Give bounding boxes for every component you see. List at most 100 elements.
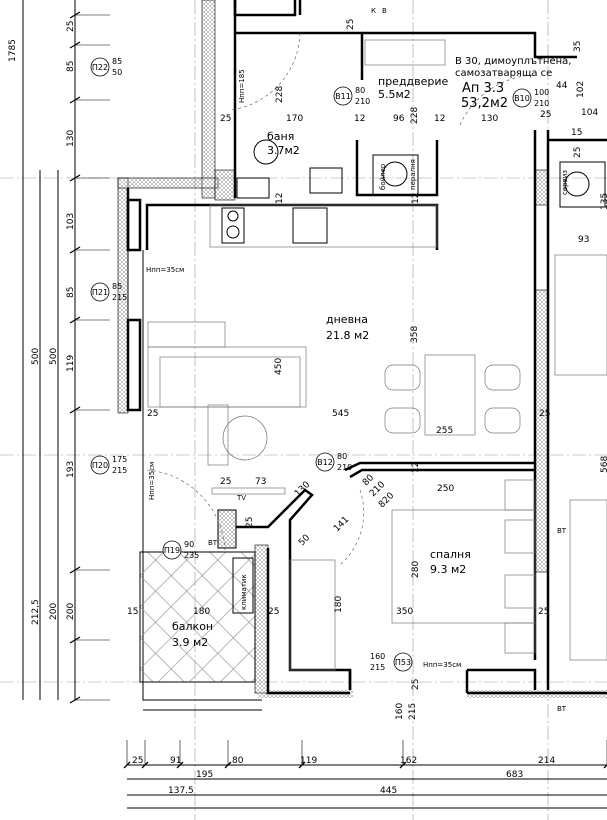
dimension-label: 25 bbox=[268, 607, 279, 617]
svg-text:Нпп=185: Нпп=185 bbox=[238, 69, 246, 103]
opening-height: 210 bbox=[534, 99, 549, 108]
dimension-label: 25 bbox=[147, 409, 158, 419]
svg-text:сервиз: сервиз bbox=[561, 170, 569, 195]
dimension-label: 130 bbox=[66, 130, 76, 147]
dimension-label: 200 bbox=[49, 603, 59, 620]
kitchen-sink bbox=[292, 207, 328, 244]
door-note: самозатваряща се bbox=[455, 68, 552, 79]
dimension-label: 25 bbox=[220, 477, 231, 487]
apartment-name: Ап 3.3 bbox=[462, 81, 504, 96]
dimension-label: 12 bbox=[275, 193, 285, 204]
dimension-label: 85 bbox=[66, 61, 76, 72]
dimension-label: 103 bbox=[66, 213, 76, 230]
dimension-label: 193 bbox=[66, 461, 76, 478]
opening-height: 50 bbox=[112, 68, 122, 77]
toilet bbox=[253, 139, 279, 165]
dimension-label: 44 bbox=[556, 81, 568, 91]
opening-tag: П53 160 215 bbox=[370, 652, 413, 672]
furniture bbox=[147, 39, 607, 671]
opening-height: 210 bbox=[355, 97, 370, 106]
room-area: 3.9 м2 bbox=[172, 636, 208, 649]
dimension-label: 102 bbox=[576, 81, 586, 98]
dimension-label: 96 bbox=[393, 114, 405, 124]
balcony-tiles bbox=[139, 551, 256, 683]
air-conditioner bbox=[232, 557, 254, 614]
room-labels: преддверие 5.5м2 баня 3.7м2 дневна 21.8 … bbox=[172, 56, 571, 649]
dimension-label: 25 bbox=[245, 517, 255, 528]
dimension-label: 280 bbox=[411, 561, 421, 578]
dimension-label: 15 bbox=[571, 128, 582, 138]
left-dimension-lines bbox=[22, 0, 110, 704]
bath-sink bbox=[309, 167, 343, 194]
dimension-label: 162 bbox=[400, 756, 417, 766]
opening-height: 210 bbox=[337, 463, 352, 472]
svg-text:Нпп=35см: Нпп=35см bbox=[148, 462, 156, 500]
dimension-label: 85 bbox=[66, 287, 76, 298]
dimension-label: 683 bbox=[506, 770, 523, 780]
svg-text:Нпп=35см: Нпп=35см bbox=[146, 266, 184, 274]
room-area: 5.5м2 bbox=[378, 88, 411, 101]
dimension-label: 25 bbox=[538, 607, 549, 617]
dimension-label: 214 bbox=[538, 756, 555, 766]
opening-width: 80 bbox=[337, 452, 347, 461]
dimension-label: 445 bbox=[380, 786, 397, 796]
svg-text:бойлер: бойлер bbox=[379, 163, 387, 190]
round-table bbox=[222, 415, 268, 461]
opening-tag-label: В12 bbox=[317, 458, 333, 467]
opening-width: 80 bbox=[355, 86, 365, 95]
opening-tag-label: П19 bbox=[164, 546, 180, 555]
opening-height: 235 bbox=[184, 551, 199, 560]
stair-lines bbox=[364, 39, 446, 66]
dining-table bbox=[424, 354, 476, 436]
tv-stand bbox=[211, 487, 286, 495]
dimension-label: 170 bbox=[286, 114, 303, 124]
dimension-label: 130 bbox=[481, 114, 498, 124]
opening-tag: В12 80 210 bbox=[315, 452, 352, 472]
dimension-label: 180 bbox=[193, 607, 210, 617]
dimension-label: 119 bbox=[300, 756, 317, 766]
dimension-label: 358 bbox=[410, 326, 420, 343]
svg-text:ВТ: ВТ bbox=[208, 539, 218, 547]
dimension-label: 160 bbox=[395, 703, 405, 720]
dimension-label: 228 bbox=[410, 107, 420, 124]
dimension-label: 15 bbox=[127, 607, 138, 617]
service-unit bbox=[559, 161, 606, 208]
notes: Нпп=185 Нпп=35см Нпп=35см Нпп=35см TV ВТ… bbox=[146, 7, 569, 713]
svg-text:климатик: климатик bbox=[240, 574, 248, 610]
dimension-label: 35 bbox=[573, 41, 583, 52]
dimension-label: 180 bbox=[334, 596, 344, 613]
dimension-tick bbox=[603, 764, 607, 769]
room-name: преддверие bbox=[378, 75, 449, 88]
opening-tag-label: П20 bbox=[92, 461, 108, 470]
dimension-label: 1785 bbox=[8, 39, 18, 62]
opening-tag-label: П53 bbox=[395, 658, 411, 667]
dimension-label: 80 bbox=[232, 756, 244, 766]
dimension-label: 141 bbox=[332, 515, 351, 534]
door-note: В 30, димоуплътнена, bbox=[455, 56, 571, 67]
room-name: баня bbox=[267, 130, 294, 143]
opening-width: 90 bbox=[184, 540, 194, 549]
dimension-label: 12 bbox=[354, 114, 365, 124]
bed bbox=[391, 509, 536, 624]
dimension-label: 545 bbox=[332, 409, 349, 419]
dimension-label: 12 bbox=[434, 114, 445, 124]
dimension-label: 25 bbox=[573, 147, 583, 158]
dimension-label: 212,5 bbox=[31, 599, 41, 625]
boiler-unit bbox=[372, 154, 419, 196]
dimension-label: 500 bbox=[49, 348, 59, 365]
room-name: балкон bbox=[172, 620, 213, 633]
opening-height: 215 bbox=[370, 663, 385, 672]
opening-height: 215 bbox=[112, 293, 127, 302]
dimension-label: 73 bbox=[255, 477, 266, 487]
dimension-label: 568 bbox=[600, 456, 607, 473]
opening-width: 100 bbox=[534, 88, 549, 97]
opening-width: 160 bbox=[370, 652, 385, 661]
cooktop bbox=[221, 207, 245, 244]
svg-text:TV: TV bbox=[236, 494, 246, 502]
